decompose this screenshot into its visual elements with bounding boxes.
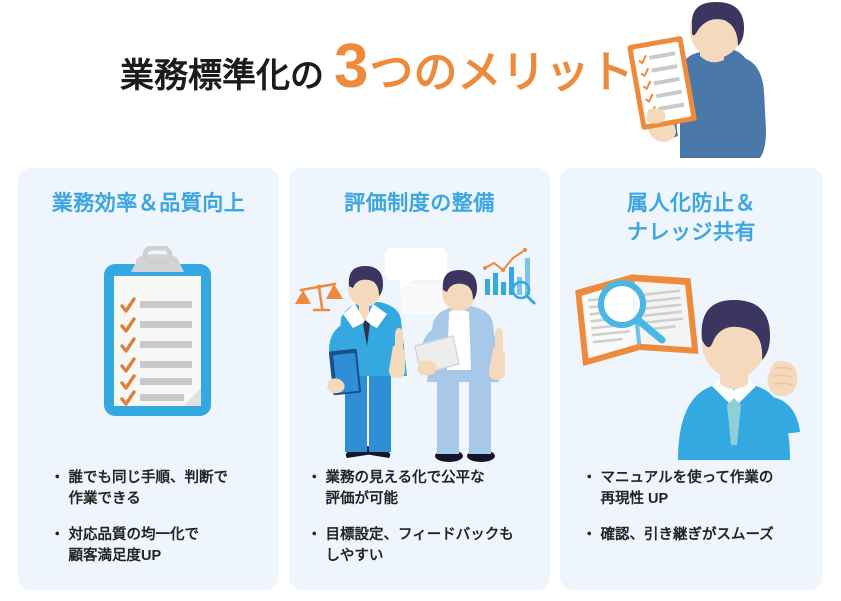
person-left [327,266,407,458]
title-accent-text: つのメリット [369,48,634,97]
man-with-manual-book-icon [575,274,800,460]
card-3-illustration [560,246,823,468]
card-2-illustration [289,246,550,468]
list-item: ・ 業務の見える化で公平な 評価が可能 [307,468,534,510]
list-item: ・ 目標設定、フィードバックも しやすい [307,525,534,567]
card-1-illustration [18,245,279,468]
card-efficiency-quality[interactable]: 業務効率＆品質向上 [18,168,279,590]
card-3-heading-line-1: 属人化防止＆ [627,192,756,215]
title-main-text: 業務標準化の [120,57,324,95]
page-title: 業務標準化の 3 つのメリット [120,36,633,100]
clipboard-checklist-icon [104,245,211,416]
bullet-line-2: 作業できる [68,491,141,508]
person-with-fist [678,300,800,460]
bullet-line-1: 対応品質の均一化で [68,527,200,544]
list-item: ・ マニュアルを使って作業の 再現性 UP [582,468,807,510]
card-1-heading-line-1: 業務効率＆品質向上 [51,192,246,215]
card-2-heading-line-1: 評価制度の整備 [344,192,495,215]
title-number: 3 [334,32,369,101]
bullet-marker: ・ [307,527,322,544]
bullet-line-2: 再現性 UP [600,491,669,508]
bar-chart-icon [483,248,536,305]
magnifier-icon [598,280,666,344]
card-3-heading: 属人化防止＆ ナレッジ共有 [560,190,823,248]
bullet-marker: ・ [50,527,65,544]
bullet-line-2: 評価が可能 [325,491,399,508]
person-right [414,270,505,462]
bullet-line-2: 顧客満足度UP [68,548,162,565]
bullet-marker: ・ [307,470,322,486]
bullet-line-2: しやすい [325,548,384,565]
card-3-bullets: ・ マニュアルを使って作業の 再現性 UP ・ 確認、引き継ぎがスムーズ [560,468,823,561]
list-item: ・ 確認、引き継ぎがスムーズ [582,525,807,546]
two-people-discussion-icon [295,248,536,462]
bullet-line-1: 業務の見える化で公平な [325,470,485,486]
person-reading-checklist-icon [627,2,766,158]
card-evaluation-system[interactable]: 評価制度の整備 [289,168,550,590]
card-1-bullets: ・ 誰でも同じ手順、判断で 作業できる ・ 対応品質の均一化で 顧客満足度UP [18,468,279,582]
card-1-heading: 業務効率＆品質向上 [18,190,279,219]
card-knowledge-sharing[interactable]: 属人化防止＆ ナレッジ共有 [560,168,823,590]
header-illustration [604,0,784,160]
bullet-marker: ・ [50,470,65,486]
card-2-heading: 評価制度の整備 [289,190,550,219]
bullet-line-1: 確認、引き継ぎがスムーズ [600,527,774,544]
header: 業務標準化の 3 つのメリット [0,0,841,168]
bullet-line-1: 目標設定、フィードバックも [325,527,514,544]
bullet-marker: ・ [582,470,597,486]
balance-scales-icon [295,282,343,312]
bullet-line-1: 誰でも同じ手順、判断で [68,470,229,486]
bullet-marker: ・ [582,527,597,544]
bullet-line-1: マニュアルを使って作業の [600,470,774,486]
card-row: 業務効率＆品質向上 [0,168,841,590]
list-item: ・ 対応品質の均一化で 顧客満足度UP [50,525,263,567]
list-item: ・ 誰でも同じ手順、判断で 作業できる [50,468,263,510]
card-2-bullets: ・ 業務の見える化で公平な 評価が可能 ・ 目標設定、フィードバックも しやすい [289,468,550,582]
card-3-heading-line-2: ナレッジ共有 [627,220,756,244]
